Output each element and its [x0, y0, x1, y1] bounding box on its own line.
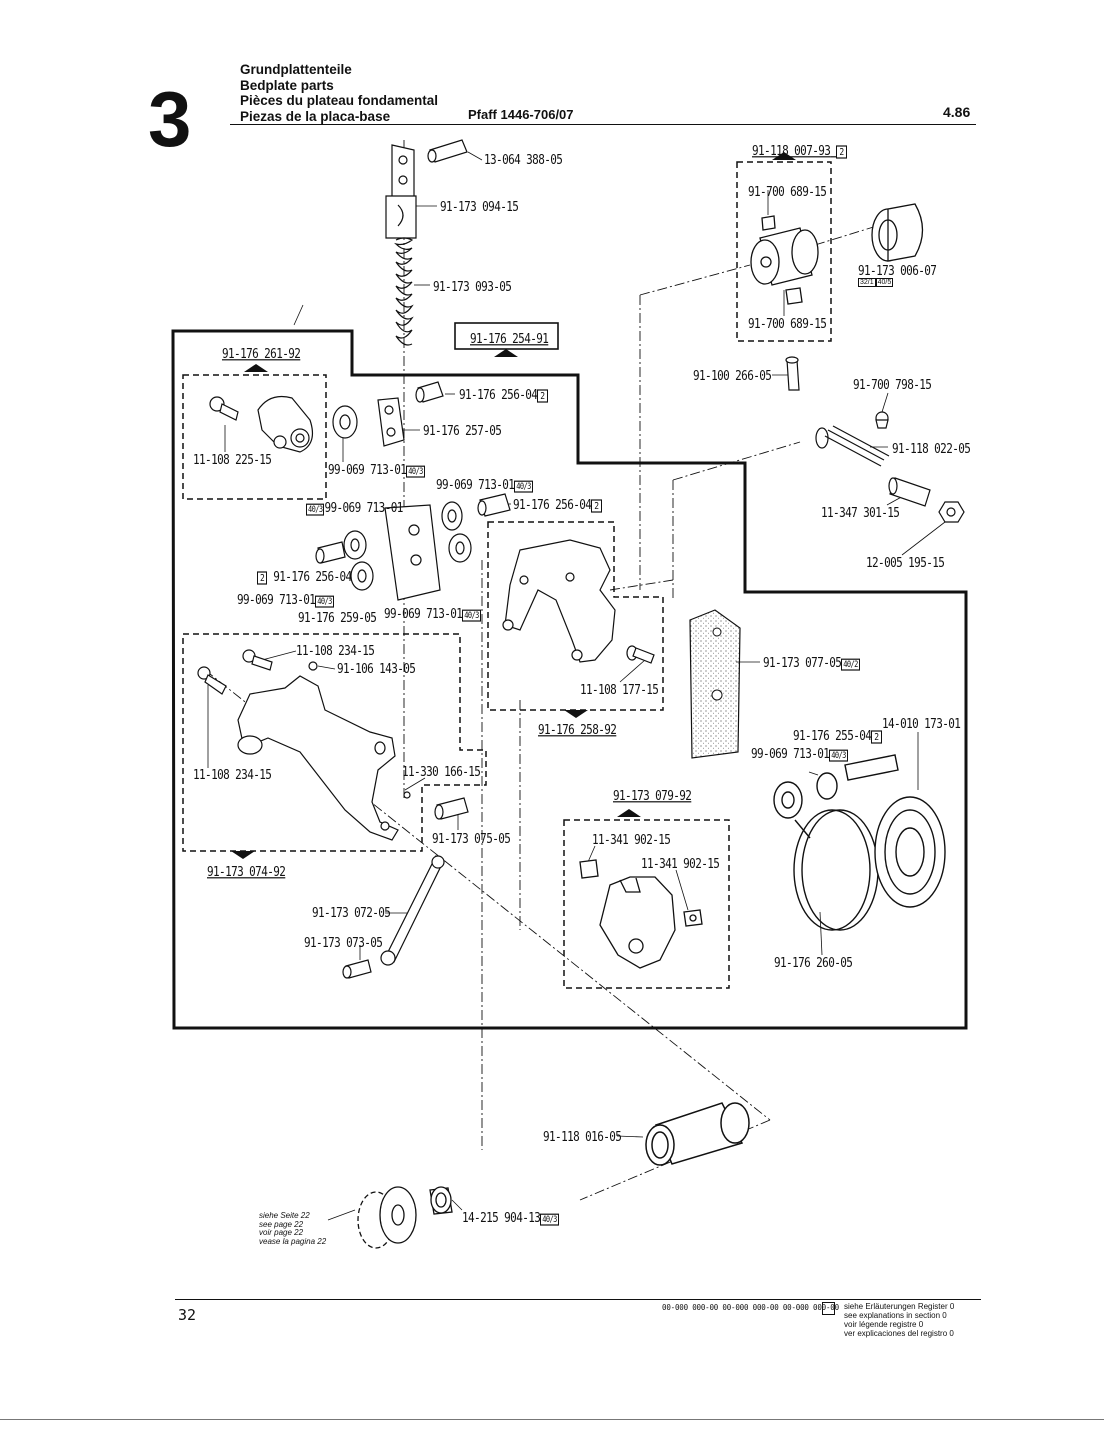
subgroup-box-258 — [487, 521, 664, 711]
part-label: 91-118 016-05 — [543, 1129, 622, 1145]
title-en: Bedplate parts — [240, 77, 334, 93]
part-label: 91-173 072-05 — [312, 905, 391, 921]
edition-date: 4.86 — [943, 104, 971, 120]
part-label: 13-064 388-05 — [484, 152, 563, 168]
part-label: 11-108 234-15 — [193, 767, 272, 783]
scan-edge — [0, 1419, 1104, 1420]
title-fr: Pièces du plateau fondamental — [240, 93, 439, 108]
subgroup-box-079 — [563, 819, 730, 989]
group-label-258: 91-176 258-92 — [538, 722, 617, 738]
header-rule — [230, 124, 976, 125]
part-label: 91-700 689-15 — [748, 316, 827, 332]
part-label: 91-176 260-05 — [774, 955, 853, 971]
section-number: 3 — [148, 75, 192, 163]
legend-text: siehe Erläuterungen Register 0 see expla… — [844, 1302, 955, 1338]
part-label: 91-106 143-05 — [337, 661, 416, 677]
see-page-note: siehe Seite 22 see page 22 voir page 22 … — [259, 1211, 327, 1246]
title-es: Piezas de la placa-base — [240, 108, 391, 124]
part-label: 91-176 257-05 — [423, 423, 502, 439]
part-label: 11-341 902-15 — [592, 832, 671, 848]
sleeve-drawing — [645, 1102, 750, 1166]
part-label: 91-118 022-05 — [892, 441, 971, 457]
textured-plate — [689, 609, 741, 759]
upper-drive-parts — [385, 139, 468, 346]
section-titles: Grundplattenteile Bedplate parts Pièces … — [240, 62, 438, 124]
machine-model: Pfaff 1446-706/07 — [468, 107, 574, 122]
title-de: Grundplattenteile — [240, 62, 352, 77]
part-label: 91-173 073-05 — [304, 935, 383, 951]
part-label: 91-700 798-15 — [853, 377, 932, 393]
part-label: 91-173 093-05 — [433, 279, 512, 295]
part-label: 2 91-176 256-04 — [257, 569, 352, 585]
part-label: 91-100 266-05 — [693, 368, 772, 384]
part-label: 91-173 075-05 — [432, 831, 511, 847]
main-assembly-outline — [171, 329, 968, 1030]
subgroup-box-074 — [182, 633, 487, 852]
subgroup-box-261 — [182, 374, 327, 500]
part-label: 11-108 225-15 — [193, 452, 272, 468]
part-label: 91-173 006-07 — [858, 263, 937, 279]
group-label-074: 91-173 074-92 — [207, 864, 286, 880]
subgroup-box-007 — [736, 161, 832, 342]
legend-codes: 00-000 000-00 00-000 000-00 00-000 000-0… — [662, 1303, 839, 1312]
group-label-007: 91-118 007-93 2 — [752, 143, 847, 159]
group-label-079: 91-173 079-92 — [613, 788, 692, 804]
page-number: 32 — [178, 1306, 197, 1324]
part-label: 91-176 259-05 — [298, 610, 377, 626]
part-label: 91-173 094-15 — [440, 199, 519, 215]
part-label: 14-010 173-01 — [882, 716, 961, 732]
part-label: 11-330 166-15 — [402, 764, 481, 780]
part-label: 11-347 301-15 — [821, 505, 900, 521]
group-label-254: 91-176 254-91 — [470, 331, 549, 347]
legend-box-icon — [822, 1302, 835, 1315]
part-label: 91-700 689-15 — [748, 184, 827, 200]
part-label: 11-108 234-15 — [296, 643, 375, 659]
part-label: 11-341 902-15 — [641, 856, 720, 872]
part-label: 11-108 177-15 — [580, 682, 659, 698]
part-label: 12-005 195-15 — [866, 555, 945, 571]
footer-rule — [175, 1299, 981, 1300]
group-label-261: 91-176 261-92 — [222, 346, 301, 362]
